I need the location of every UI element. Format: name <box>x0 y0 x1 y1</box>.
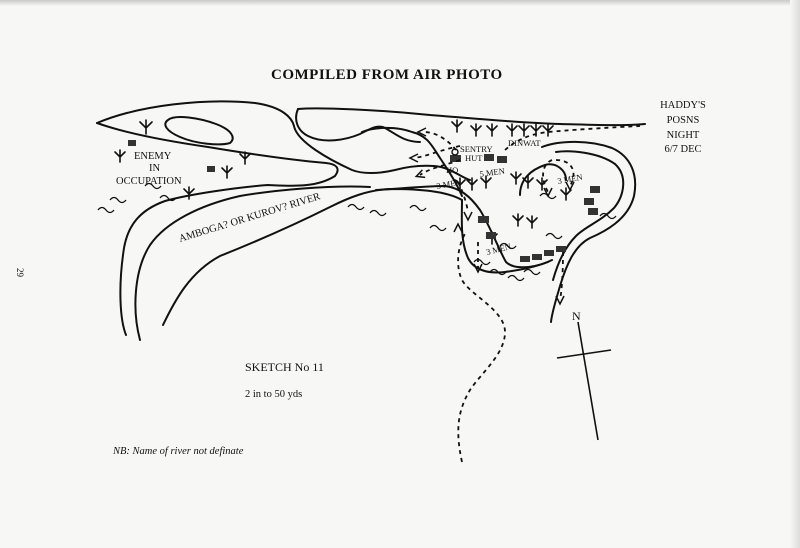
header-note-line2: POSNS <box>667 115 700 126</box>
island-outline <box>164 116 234 146</box>
hut-marker <box>584 198 594 205</box>
label-5-men: 5 MEN <box>479 166 505 179</box>
label-3-men-left: 3 MEN <box>436 177 463 191</box>
hut-marker <box>486 232 496 239</box>
north-bank <box>297 107 646 127</box>
southwest-bank <box>162 188 463 326</box>
hut-markers <box>128 140 600 262</box>
hut-marker <box>207 166 215 172</box>
river-banks <box>96 100 646 341</box>
label-3-men-bottom: 3 MEN <box>485 241 512 257</box>
hut-marker <box>544 250 554 256</box>
hut-marker <box>556 246 566 252</box>
footnote: NB: Name of river not definate <box>112 446 244 457</box>
west-spit-outline <box>96 100 471 181</box>
label-sentry-line1: SENTRY <box>460 144 493 154</box>
header-note-line4: 6/7 DEC <box>664 144 701 155</box>
label-enemy-line3: OCCUPATION <box>116 176 182 187</box>
outer-southwest-bank <box>134 185 371 341</box>
central-bank-upper <box>361 126 463 197</box>
label-enemy-line2: IN <box>149 163 160 174</box>
scan-edge-top <box>0 0 800 6</box>
north-bank-inner <box>295 108 421 143</box>
map-title: COMPILED FROM AIR PHOTO <box>271 67 503 83</box>
label-hq: HQ <box>446 165 458 175</box>
west-spit-lower-bank <box>96 122 339 336</box>
approach-routes <box>413 125 641 463</box>
hut-marker <box>128 140 136 146</box>
compass-north-label: N <box>572 309 581 323</box>
scan-edge-right <box>790 0 800 548</box>
hut-marker <box>590 186 600 193</box>
east-loop-inner <box>552 150 625 281</box>
hut-marker <box>478 216 489 223</box>
tree-symbols <box>114 119 572 245</box>
label-sentry-line2: HUT <box>465 153 483 163</box>
label-3-men-right: 3 MEN <box>557 172 584 186</box>
lower-bend <box>460 199 553 274</box>
sentry-post-icon <box>451 148 459 156</box>
movement-arrows <box>408 127 575 306</box>
label-dinwat: DINWAT <box>508 138 541 148</box>
hut-marker <box>450 155 461 162</box>
hut-marker <box>588 208 598 215</box>
sketch-label: SKETCH No 11 <box>245 360 324 374</box>
header-note-line1: HADDY'S <box>660 100 706 111</box>
scale-label: 2 in to 50 yds <box>245 389 302 400</box>
hut-marker <box>532 254 542 260</box>
hut-marker <box>497 156 507 163</box>
east-loop-outer <box>541 140 637 323</box>
hut-marker <box>484 154 494 161</box>
label-river: AMBOGA? OR KUROV? RIVER <box>178 191 322 245</box>
label-enemy-line1: ENEMY <box>134 151 172 162</box>
marsh-symbols <box>97 182 617 282</box>
header-note-line3: NIGHT <box>667 130 700 141</box>
page-number: 29 <box>15 268 25 278</box>
north-arrow-icon <box>556 321 612 441</box>
central-bank-lower <box>375 185 549 269</box>
hut-marker <box>520 256 530 262</box>
